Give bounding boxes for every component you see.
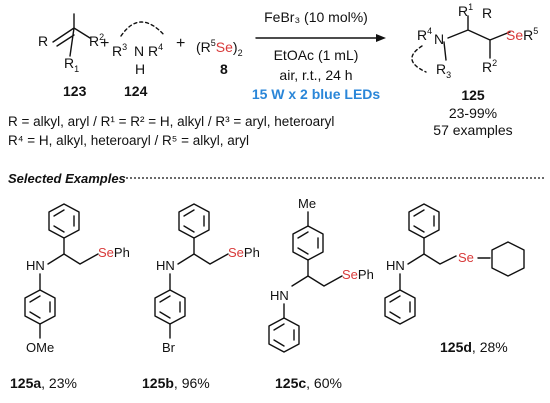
atmosphere-text: air, r.t., 24 h	[279, 67, 352, 83]
product-r: R	[482, 5, 492, 21]
nh-label: HN	[26, 258, 45, 273]
amine-h: H	[135, 61, 145, 77]
se-label: Se	[228, 245, 244, 260]
amine-n: N	[134, 43, 144, 59]
svg-text:R1: R1	[64, 55, 79, 74]
substituent-label: Br	[162, 340, 176, 355]
svg-text:(R5Se)2: (R5Se)2	[196, 38, 243, 58]
compound-number-124: 124	[124, 83, 148, 99]
amine-r3: R	[112, 43, 122, 59]
amine-r4: R	[148, 43, 158, 59]
example-id: 125c	[275, 375, 306, 391]
product-r1: R	[458, 3, 468, 19]
svg-text:R3: R3	[112, 42, 127, 59]
example-125b: HN SePh Br 125b, 96%	[142, 203, 260, 391]
solvent-text: EtOAc (1 mL)	[274, 47, 359, 63]
product-125: R4 N R1 R SeR5 R3 R2 125 23-99% 57 examp…	[411, 2, 538, 138]
section-title: Selected Examples	[8, 171, 126, 186]
svg-text:SePh: SePh	[98, 245, 130, 260]
catalyst-text: FeBr₃ (10 mol%)	[264, 9, 368, 25]
svg-text:R4: R4	[148, 42, 163, 59]
compound-number-123: 123	[63, 83, 87, 99]
svg-text:SePh: SePh	[342, 267, 374, 282]
product-r3: R	[436, 61, 446, 77]
example-yield: , 23%	[41, 375, 77, 391]
compound-number-8: 8	[220, 61, 228, 77]
se-label: Se	[458, 250, 474, 265]
reaction-conditions: FeBr₃ (10 mol%) EtOAc (1 mL) air, r.t., …	[252, 9, 386, 102]
scope-line-2: R⁴ = H, alkyl, heteroaryl / R⁵ = alkyl, …	[8, 133, 249, 148]
amine-124: R3 N R4 H 124	[112, 21, 166, 99]
product-n: N	[434, 31, 444, 47]
svg-text:R2: R2	[89, 32, 104, 49]
alkene-r2: R	[89, 33, 99, 49]
substituent-label: Me	[298, 196, 316, 211]
svg-text:R3: R3	[436, 61, 451, 80]
svg-text:125c, 60%: 125c, 60%	[275, 375, 342, 391]
svg-text:R2: R2	[482, 58, 497, 75]
nh-label: HN	[270, 288, 289, 303]
alkene-123: R R2 R1 123	[38, 13, 104, 99]
example-125c: Me HN SePh 125c, 60%	[268, 196, 374, 391]
example-125d: HN Se 125d, 28%	[384, 203, 525, 355]
se-label: Se	[342, 267, 358, 282]
svg-text:SePh: SePh	[228, 245, 260, 260]
svg-text:125d, 28%: 125d, 28%	[440, 339, 508, 355]
arrow-head	[376, 34, 386, 42]
svg-text:R4: R4	[417, 26, 432, 43]
example-id: 125b	[142, 375, 174, 391]
se-label: Se	[98, 245, 114, 260]
plus-sign: +	[176, 35, 185, 52]
compound-number-125: 125	[461, 87, 485, 103]
svg-text:SeR5: SeR5	[506, 26, 538, 43]
svg-text:125a, 23%: 125a, 23%	[10, 375, 77, 391]
svg-text:R1: R1	[458, 2, 473, 19]
example-id: 125d	[440, 339, 472, 355]
example-yield: , 28%	[472, 339, 508, 355]
example-count: 57 examples	[433, 122, 512, 138]
example-id: 125a	[10, 375, 41, 391]
cyclohexyl-ring	[491, 241, 525, 277]
example-125a: HN SePh OMe 125a, 23%	[10, 203, 130, 391]
example-yield: , 96%	[174, 375, 210, 391]
diselenide-8: (R5Se)2 8	[196, 38, 243, 77]
svg-text:125b, 96%: 125b, 96%	[142, 375, 210, 391]
yield-range: 23-99%	[449, 105, 497, 121]
nh-label: HN	[386, 258, 405, 273]
alkene-r1: R	[64, 55, 74, 71]
nh-label: HN	[156, 258, 175, 273]
light-source-text: 15 W x 2 blue LEDs	[252, 86, 381, 102]
diselenide-se: Se	[216, 39, 233, 55]
product-r4: R	[417, 27, 427, 43]
product-se: Se	[506, 27, 523, 43]
scope-line-1: R = alkyl, aryl / R¹ = R² = H, alkyl / R…	[8, 114, 334, 129]
plus-sign: +	[100, 35, 109, 52]
alkene-r: R	[38, 33, 48, 49]
example-yield: , 60%	[306, 375, 342, 391]
substituent-label: OMe	[26, 340, 54, 355]
product-r2: R	[482, 59, 492, 75]
